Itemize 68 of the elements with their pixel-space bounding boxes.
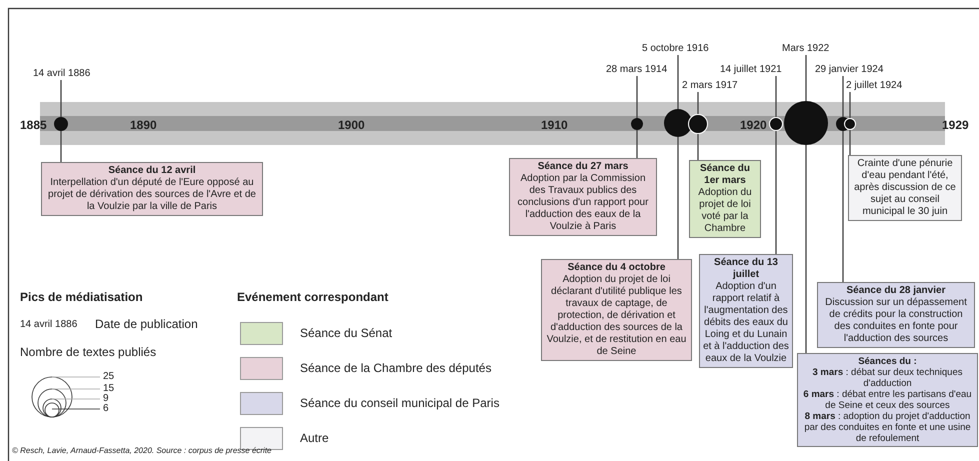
year-label: 1929: [942, 118, 969, 132]
leader-line: [60, 80, 62, 117]
scale-value: 15: [103, 383, 114, 394]
leader-line: [636, 76, 638, 118]
source-caption: © Resch, Lavie, Arnaud-Fassetta, 2020. Source : corpus de presse écrite: [12, 446, 272, 455]
legend-text: Séance de la Chambre des députés: [300, 361, 492, 375]
event-box: [797, 353, 978, 447]
leader-line: [849, 92, 851, 118]
event-description: Crainte d'une pénurie d'eau pendant l'été, après discussion de ce sujet au conseil municipal le 30 juin: [853, 158, 957, 218]
event-description: Adoption par la Commission des Travaux publics des conclusions d'un rapport pour l'adduction des eaux de la Voulzie à Paris: [516, 173, 650, 233]
event-description: Interpellation d'un député de l'Eure opposé au projet de dérivation des sources de l'Avre et de la Voulzie par la ville de Paris: [47, 177, 257, 213]
date-label: 14 juillet 1921: [720, 64, 782, 76]
leader-line: [842, 131, 844, 282]
event-heading: Séance du 13 juillet: [713, 257, 779, 281]
leader-line: [775, 76, 777, 117]
scale-value: 9: [103, 393, 109, 404]
date-label: Mars 1922: [782, 43, 830, 55]
leader-line: [849, 130, 851, 155]
event-heading: Séance du 12 avril: [107, 165, 197, 177]
year-label: 1885: [20, 118, 47, 132]
scale-value: 25: [103, 371, 114, 382]
event-description: 3 mars : débat sur deux techniques d'adduction: [812, 367, 964, 389]
year-label: 1910: [541, 118, 568, 132]
legend-text: Date de publication: [95, 317, 198, 331]
event-description: Adoption du projet de loi voté par la Chambre: [697, 187, 753, 235]
date-label: 5 octobre 1916: [642, 43, 709, 55]
leader-line: [636, 130, 638, 158]
leader-line: [60, 131, 62, 162]
year-label: 1920: [740, 118, 767, 132]
date-label: 2 mars 1917: [682, 80, 738, 92]
event-heading: Séances du :: [857, 356, 918, 367]
event-heading: Séance du 4 octobre: [566, 262, 666, 274]
event-box: [41, 162, 263, 216]
event-description: Adoption d'un rapport relatif à l'augmentation des débits des eaux du Loing et du Lunain et à l'adduction des eaux de la Voulzie: [702, 281, 790, 365]
leader-line: [842, 76, 844, 117]
legend-text: Nombre de textes publiés: [20, 345, 156, 359]
legend-heading: Evénement correspondant: [237, 290, 388, 304]
event-box: [509, 158, 657, 236]
leader-line: [677, 55, 679, 109]
date-label: 2 juillet 1924: [846, 80, 902, 92]
event-description: Discussion sur un dépassement de crédits pour la construction des conduites en fonte pour l'adduction des sources: [824, 297, 968, 345]
date-label: 14 avril 1886: [33, 68, 90, 80]
leader-line: [805, 145, 807, 353]
leader-line: [697, 134, 699, 160]
event-description: Adoption du projet de loi déclarant d'utilité publique les travaux de captage, de protection, de dérivation et d'adduction des sources de la Voulzie, et de restitution en eau de Seine: [546, 274, 688, 358]
year-label: 1890: [130, 118, 157, 132]
event-box: [699, 254, 793, 368]
legend-text: Séance du conseil municipal de Paris: [300, 396, 500, 410]
legend-text: Autre: [300, 431, 329, 445]
leader-line: [775, 131, 777, 254]
event-description: 6 mars : débat entre les partisans d'eau de Seine et ceux des sources: [802, 389, 973, 411]
event-box: [817, 282, 975, 348]
legend-text: Séance du Sénat: [300, 326, 392, 340]
event-box: [689, 160, 761, 238]
event-heading: Séance du 28 janvier: [846, 285, 946, 297]
legend-heading: Pics de médiatisation: [20, 290, 143, 304]
leader-line: [805, 55, 807, 101]
leader-line: [677, 137, 679, 259]
event-heading: Séance du 1er mars: [698, 163, 752, 187]
event-description: 8 mars : adoption du projet d'adduction par des conduites en fonte et une usine de refoulement: [803, 411, 972, 444]
leader-line: [697, 92, 699, 114]
event-box: [541, 259, 692, 361]
date-label: 28 mars 1914: [606, 64, 668, 76]
scale-value: 6: [103, 403, 109, 414]
event-heading: Séance du 27 mars: [536, 161, 630, 173]
year-label: 1900: [338, 118, 365, 132]
date-sample: 14 avril 1886: [20, 319, 78, 330]
date-label: 29 janvier 1924: [815, 64, 884, 76]
